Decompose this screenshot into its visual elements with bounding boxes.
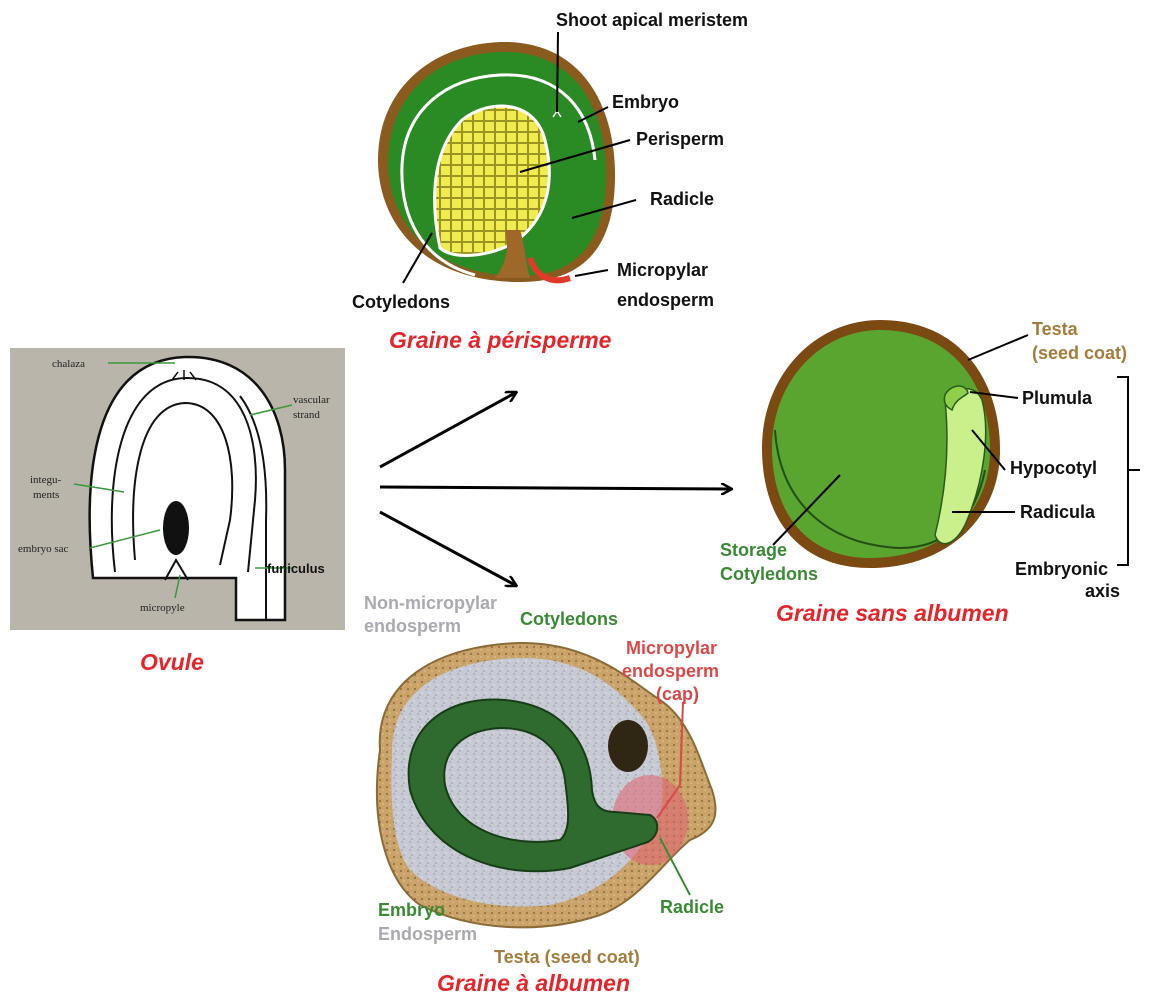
perisperm-label-micropylar-1: Micropylar: [617, 260, 708, 280]
caption-perisperm-seed: Graine à périsperme: [389, 327, 612, 353]
caption-ovule: Ovule: [140, 649, 204, 675]
albuminous-label-testa: Testa (seed coat): [494, 947, 640, 967]
caption-albuminous-seed: Graine à albumen: [437, 970, 630, 996]
albuminous-seed-figure: Non-micropylar endosperm Cotyledons Micr…: [364, 593, 724, 967]
exalbuminous-label-radicula: Radicula: [1020, 502, 1096, 522]
albuminous-label-micropylar-3: (cap): [656, 684, 699, 704]
arrow-to-perisperm-seed: [380, 393, 515, 467]
exalbuminous-label-hypocotyl: Hypocotyl: [1010, 458, 1097, 478]
exalbuminous-label-storage-2: Cotyledons: [720, 564, 818, 584]
exalbuminous-seed-figure: Testa (seed coat) Plumula Hypocotyl Radi…: [720, 319, 1140, 601]
ovule-label-vascular-1: vascular: [293, 394, 330, 406]
embryo-sac-shape: [163, 501, 189, 555]
perisperm-seed-figure: Shoot apical meristem Embryo Perisperm R…: [352, 10, 748, 312]
ovule-label-micropyle: micropyle: [140, 602, 185, 614]
ovule-label-funiculus: funiculus: [267, 561, 325, 576]
exalbuminous-label-storage-1: Storage: [720, 540, 787, 560]
exalbuminous-label-testa-2: (seed coat): [1032, 343, 1127, 363]
ovule-label-integuments-1: integu-: [30, 474, 61, 486]
transition-arrows: [380, 393, 730, 585]
albuminous-label-non-micropylar-2: endosperm: [364, 616, 461, 636]
embryonic-axis-bracket: [1117, 377, 1140, 565]
ovule-label-vascular-2: strand: [293, 409, 320, 421]
exalbuminous-label-plumula: Plumula: [1022, 388, 1093, 408]
ovule-label-embryo-sac: embryo sac: [18, 543, 69, 555]
perisperm-label-radicle: Radicle: [650, 189, 714, 209]
ovule-label-integuments-2: ments: [33, 489, 59, 501]
ovule-label-chalaza: chalaza: [52, 358, 85, 370]
albuminous-label-radicle: Radicle: [660, 897, 724, 917]
albuminous-label-embryo: Embryo: [378, 900, 445, 920]
exalbuminous-label-embryonic-2: axis: [1085, 581, 1120, 601]
albuminous-label-micropylar-1: Micropylar: [626, 638, 717, 658]
albuminous-label-cotyledons: Cotyledons: [520, 609, 618, 629]
perisperm-label-micropylar-2: endosperm: [617, 290, 714, 310]
caption-exalbuminous-seed: Graine sans albumen: [776, 600, 1009, 626]
albuminous-label-endosperm: Endosperm: [378, 924, 477, 944]
perisperm-label-cotyledons: Cotyledons: [352, 292, 450, 312]
exalbuminous-label-embryonic-1: Embryonic: [1015, 559, 1108, 579]
arrow-to-exalbuminous-seed: [380, 487, 730, 489]
perisperm-label-shoot-apical-meristem: Shoot apical meristem: [556, 10, 748, 30]
perisperm-label-embryo: Embryo: [612, 92, 679, 112]
arrow-to-albuminous-seed: [380, 512, 515, 585]
albuminous-label-non-micropylar-1: Non-micropylar: [364, 593, 497, 613]
albuminous-label-micropylar-2: endosperm: [622, 661, 719, 681]
ovule-figure: chalaza vascular strand integu- ments em…: [10, 348, 345, 630]
perisperm-label-perisperm: Perisperm: [636, 129, 724, 149]
exalbuminous-label-testa-1: Testa: [1032, 319, 1079, 339]
albuminous-cavity: [608, 720, 648, 772]
